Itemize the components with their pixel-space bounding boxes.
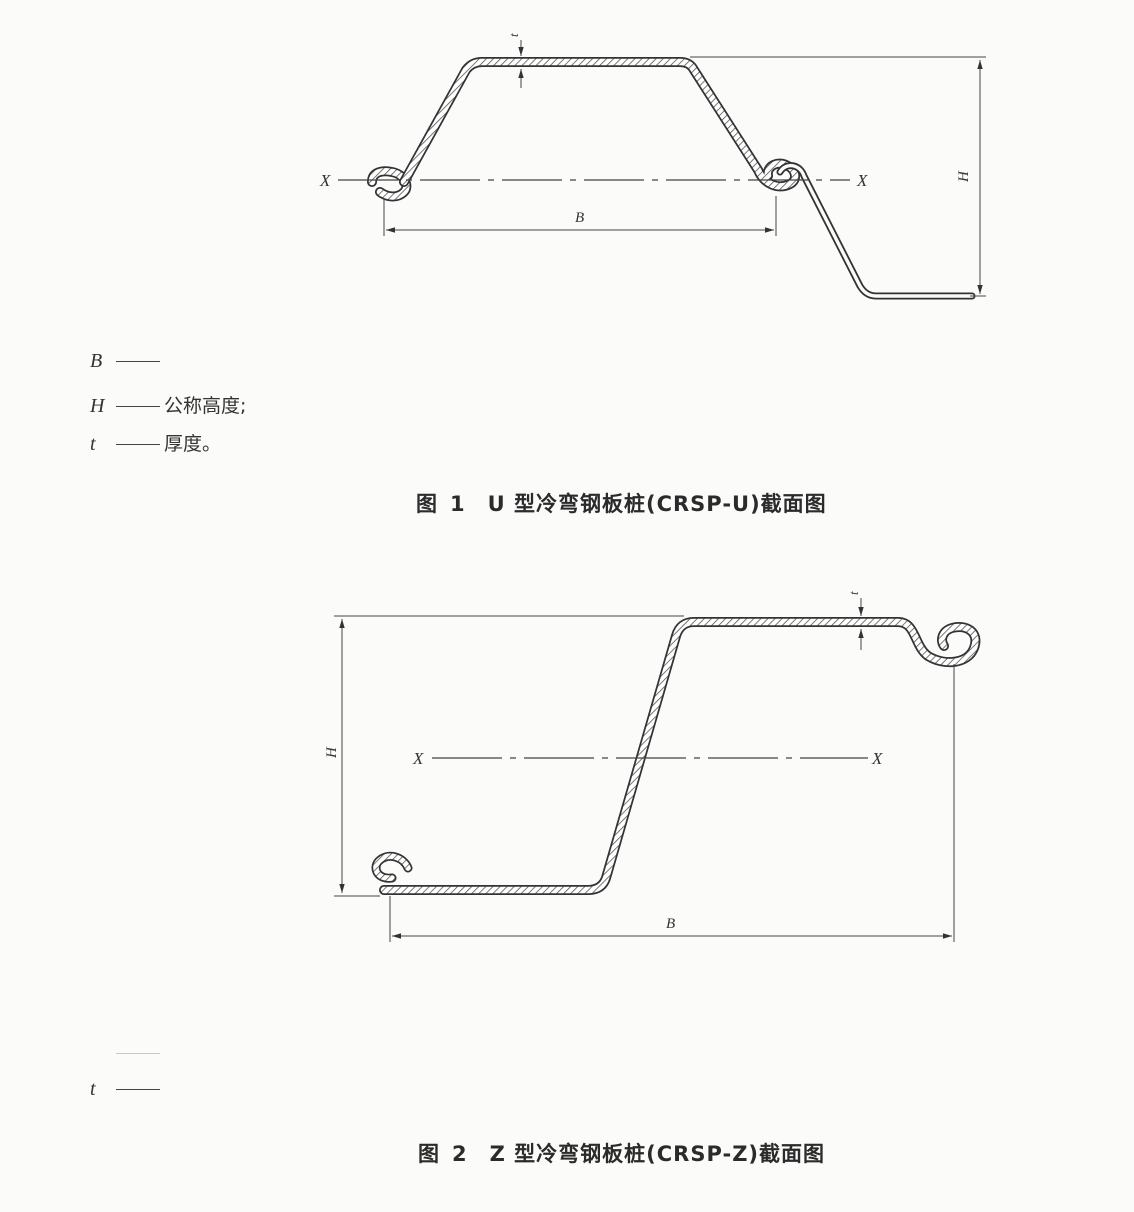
u-thickness-label: t (506, 33, 521, 37)
z-thickness-label: t (846, 591, 861, 595)
z-height-dimension (334, 615, 684, 897)
z-legend-faint-line (90, 1042, 164, 1064)
figure-2-z-profile: X X H B t (324, 591, 981, 942)
u-legend-dash (116, 361, 160, 362)
u-legend-symbol-t: t (90, 433, 96, 455)
figure-1-title: U 型冷弯钢板桩(CRSP-U)截面图 (487, 492, 827, 516)
z-legend-symbol-t: t (90, 1078, 96, 1100)
u-height-label: H (956, 170, 972, 183)
u-legend-symbol-b: B (90, 350, 103, 372)
z-x-axis-left-label: X (412, 749, 424, 768)
u-legend-item-b: B (90, 350, 164, 373)
u-height-dimension (690, 56, 986, 297)
figure-2-title: Z 型冷弯钢板桩(CRSP-Z)截面图 (489, 1142, 826, 1166)
z-width-dimension (389, 664, 955, 942)
z-x-axis-right-label: X (871, 749, 883, 768)
z-height-label: H (324, 746, 340, 759)
u-x-axis-left-label: X (319, 171, 331, 190)
u-legend-dash (116, 406, 160, 407)
u-width-dimension (383, 196, 777, 236)
u-legend-item-t: t 厚度。 (90, 429, 221, 456)
z-legend-item-t: t (90, 1078, 164, 1101)
u-legend-item-h: H 公称高度; (90, 391, 246, 418)
adjacent-pile-outline (776, 162, 976, 300)
z-legend-dash (116, 1089, 160, 1090)
figure-1-u-profile: X X B H t (319, 33, 986, 300)
u-section-shape (367, 57, 800, 202)
u-x-axis-right-label: X (856, 171, 868, 190)
u-legend-text-t: 厚度。 (164, 433, 222, 455)
u-legend-text-h: 公称高度; (164, 395, 247, 417)
u-legend-dash (116, 444, 160, 445)
u-width-label: B (575, 210, 584, 226)
z-section-shape (371, 617, 981, 895)
z-width-label: B (666, 916, 675, 932)
u-legend-symbol-h: H (90, 395, 105, 417)
